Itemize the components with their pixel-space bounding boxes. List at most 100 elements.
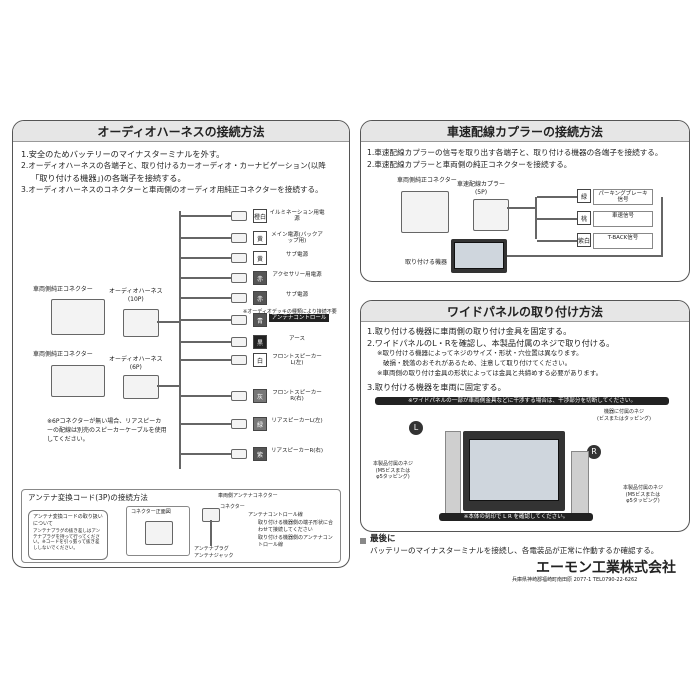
wide-step-3: 3.取り付ける機器を車両に固定する。 xyxy=(367,382,506,392)
wire-color-swatch: 黄 xyxy=(253,251,267,265)
wire-line xyxy=(181,395,239,397)
wide-panel-section: ワイドパネルの取り付け方法 1.取り付ける機器に車両側の取り付け金具を固定する。… xyxy=(360,300,690,532)
wire-color-swatch: 黄 xyxy=(253,231,267,245)
speed-coupler-label: 車速配線カプラー(5P) xyxy=(457,181,506,196)
antenna-cable-wire xyxy=(210,520,212,546)
wire-function-label: リアスピーカーL(左) xyxy=(271,418,323,424)
antenna-device-terminal: 取り付ける機器側の端子形状に合わせて接続してください xyxy=(258,520,334,533)
wide-step-2: 2.ワイドパネルのL・Rを確認し、本製品付属のネジで取り付ける。 xyxy=(367,338,615,348)
wire-function-label: アース xyxy=(289,336,305,342)
panel-bracket-right xyxy=(571,451,589,517)
harness-trunk-10p xyxy=(157,321,181,323)
wide-warning: ※ワイドパネルの一部が車両側金具などに干渉する場合は、干渉部分を切断してください… xyxy=(375,397,669,405)
wire-terminal-icon xyxy=(231,355,247,365)
wide-device xyxy=(463,431,565,511)
wire-function-label: サブ電源 xyxy=(285,292,308,298)
wide-panel-title: ワイドパネルの取り付け方法 xyxy=(361,301,689,322)
wire-terminal-icon xyxy=(231,315,247,325)
speed-device-screen xyxy=(454,242,504,269)
wire-line xyxy=(181,423,239,425)
wire-function-label: メイン電源(バックアップ用) xyxy=(271,232,323,244)
wire-color-swatch: 赤 xyxy=(253,271,267,285)
antenna-note-title: アンテナ変換コードの取り扱いについて xyxy=(33,514,103,527)
wire-function-label: サブ電源 xyxy=(285,252,308,258)
signal-label: パーキングブレーキ信号 xyxy=(598,191,648,203)
antenna-note-body: アンテナプラグの抜き差しはアンテナプラグを持って行ってください。※コードを引っ張… xyxy=(33,529,101,551)
company-address: 兵庫県神崎郡福崎町南田原 2077-1 TEL0790-22-6262 xyxy=(512,577,638,583)
wire-color-swatch: 青 xyxy=(253,313,267,327)
antenna-section: アンテナ変換コード(3P)の接続方法 アンテナ変換コードの取り扱いについて アン… xyxy=(21,489,341,563)
speed-vehicle-connector-shape xyxy=(401,191,449,233)
left-mark: L xyxy=(409,421,423,435)
panel-bracket-left xyxy=(445,431,461,517)
wire-line xyxy=(181,237,239,239)
audio-step-2: 2.オーディオハーネスの各端子と、取り付けるカーオーディオ・カーナビゲーション(… xyxy=(21,161,326,170)
harness-6p-connector xyxy=(123,375,159,399)
final-title-marker xyxy=(360,538,366,544)
note-6p: ※6Pコネクターが無い場合、リアスピーカーの配線は別売のスピーカーケーブルを使用… xyxy=(47,417,167,444)
antenna-control-wire: アンテナコントロール線 xyxy=(248,512,303,518)
right-mark: R xyxy=(587,445,601,459)
wire-color-swatch: 緑 xyxy=(253,417,267,431)
harness-vertical-bus xyxy=(179,211,181,469)
note-6p-text: ※6Pコネクターが無い場合、リアスピーカーの配線は別売のスピーカーケーブルを使用… xyxy=(47,418,167,443)
wire-line xyxy=(181,341,239,343)
signal-label-box: T-BACK信号 xyxy=(593,233,653,249)
audio-harness-panel: オーディオハーネスの接続方法 1.安全のためバッテリーのマイナスターミナルを外す… xyxy=(12,120,350,568)
wire-terminal-icon xyxy=(231,449,247,459)
signal-color-swatch: 紫白 xyxy=(577,233,591,247)
final-title: 最後に xyxy=(370,534,396,544)
wire-terminal-icon xyxy=(231,419,247,429)
wire-function-label: アンテナコントロール xyxy=(269,314,329,322)
wire-color-swatch: 赤 xyxy=(253,291,267,305)
vehicle-connector-label-2: 車両側純正コネクター xyxy=(33,351,93,358)
wide-note-1: ※取り付ける機器によってネジのサイズ・形状・穴位置は異なります。 xyxy=(377,349,583,357)
speed-coupler-bus xyxy=(535,197,537,239)
wire-line xyxy=(181,453,239,455)
wire-terminal-icon xyxy=(231,293,247,303)
audio-step-3: 3.オーディオハーネスのコネクターと車両側のオーディオ用純正コネクターを接続する… xyxy=(21,185,323,194)
signal-line xyxy=(537,196,577,198)
signal-line xyxy=(537,218,577,220)
wire-terminal-icon xyxy=(231,337,247,347)
harness-10p-label: オーディオハーネス(10P) xyxy=(109,288,163,303)
antenna-jack: アンテナジャック xyxy=(194,553,234,559)
wire-color-swatch: 灰 xyxy=(253,389,267,403)
speed-step-2: 2.車速配線カプラーと車両側の純正コネクターを接続する。 xyxy=(367,160,572,169)
speed-step-1: 1.車速配線カプラーの信号を取り出す各端子と、取り付ける機器の各端子を接続する。 xyxy=(367,148,663,157)
antenna-control-note: ※オーディオデッキの種類により接続不要 xyxy=(243,309,337,315)
speed-coupler-wire xyxy=(507,207,537,209)
wire-terminal-icon xyxy=(231,233,247,243)
audio-harness-title: オーディオハーネスの接続方法 xyxy=(13,121,349,142)
speed-coupler-shape xyxy=(473,199,509,231)
wire-line xyxy=(181,215,239,217)
wire-terminal-icon xyxy=(231,391,247,401)
wide-step-1: 1.取り付ける機器に車両側の取り付け金具を固定する。 xyxy=(367,326,572,336)
wire-color-swatch: 紫 xyxy=(253,447,267,461)
speed-device xyxy=(451,239,507,273)
wire-function-label: アクセサリー用電源 xyxy=(272,272,322,278)
signal-label: 車速信号 xyxy=(611,213,634,219)
company-name: エーモン工業株式会社 xyxy=(536,560,676,576)
connector-front-view: コネクター正面図 xyxy=(126,506,190,556)
audio-step-2b: 「取り付ける機器」)の各端子を接続する。 xyxy=(31,173,186,183)
speed-vehicle-connector: 車両側純正コネクター xyxy=(397,177,457,184)
signal-color-swatch: 桃 xyxy=(577,211,591,225)
wire-terminal-icon xyxy=(231,211,247,221)
speed-device-label: 取り付ける機器 xyxy=(405,259,448,266)
wide-note-2: 破損・脱落のおそれがあるため、注意して取り付けてください。 xyxy=(383,359,572,367)
wire-line xyxy=(181,257,239,259)
harness-10p-connector xyxy=(123,309,159,337)
vehicle-connector-label-1: 車両側純正コネクター xyxy=(33,286,93,293)
final-body: バッテリーのマイナスターミナルを接続し、各電装品が正常に作動するか確認する。 xyxy=(370,546,659,555)
antenna-device-control: 取り付ける機器側のアンテナコントロール線 xyxy=(258,535,333,548)
vehicle-connector-6p xyxy=(51,365,105,397)
vehicle-connector-10p xyxy=(51,299,105,335)
antenna-plug: アンテナプラグ xyxy=(194,546,229,552)
wire-function-label: フロントスピーカーR(右) xyxy=(272,390,322,402)
wire-function-label: イルミネーション用電源 xyxy=(269,210,325,222)
antenna-connector: コネクター xyxy=(220,504,245,510)
audio-step-1: 1.安全のためバッテリーのマイナスターミナルを外す。 xyxy=(21,149,225,159)
